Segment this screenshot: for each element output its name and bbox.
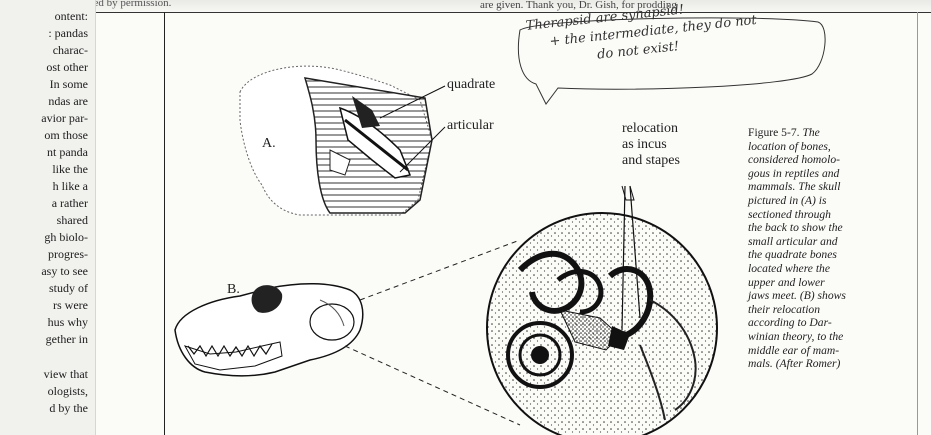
label-a: A. [262, 136, 276, 152]
caption-line: the back to show the [748, 221, 888, 235]
caption-line: winian theory, to the [748, 330, 888, 344]
caption-line: mals. (After Romer) [748, 357, 888, 371]
caption-line: pictured in (A) is [748, 194, 888, 208]
caption-line: middle ear of mam- [748, 344, 888, 358]
caption-line: the quadrate bones [748, 248, 888, 262]
caption-line: mammals. The skull [748, 180, 888, 194]
caption-line: location of bones, [748, 140, 888, 154]
middle-ear-inset [487, 213, 717, 435]
relocation-line: and stapes [622, 153, 680, 169]
articular-label: articular [447, 118, 494, 134]
quadrate-label: quadrate [447, 77, 495, 93]
relocation-line: relocation [622, 121, 680, 137]
caption-line: upper and lower [748, 276, 888, 290]
label-b: B. [227, 282, 240, 298]
caption-line: sectioned through [748, 208, 888, 222]
figure-caption: Figure 5-7. The location of bones, consi… [748, 126, 888, 371]
caption-line: jaws meet. (B) shows [748, 289, 888, 303]
caption-line: considered homolo- [748, 153, 888, 167]
skull-b-drawing [175, 284, 363, 376]
caption-line: according to Dar- [748, 316, 888, 330]
caption-line: gous in reptiles and [748, 167, 888, 181]
relocation-line: as incus [622, 137, 680, 153]
caption-number: Figure 5-7. [748, 126, 800, 139]
caption-line: The [802, 126, 819, 139]
caption-line: their relocation [748, 303, 888, 317]
relocation-label: relocation as incus and stapes [622, 121, 680, 169]
caption-line: located where the [748, 262, 888, 276]
caption-line: small articular and [748, 235, 888, 249]
